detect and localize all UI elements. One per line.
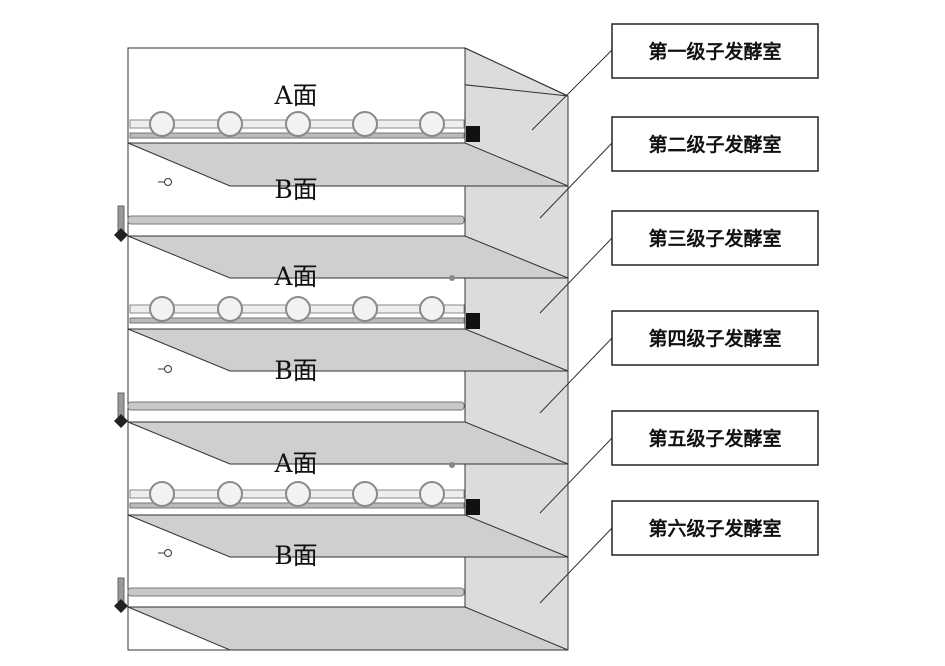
screw-row-2 [114, 178, 465, 242]
screw-row-4 [114, 365, 465, 428]
roller-wheel [285, 111, 311, 137]
callout-box [611, 310, 819, 366]
screw-end-icon [114, 228, 128, 242]
screw-end-icon [114, 414, 128, 428]
leader-line-1 [531, 49, 613, 131]
roller-row-3 [129, 275, 480, 329]
roller-row-5 [129, 462, 480, 515]
roller-wheel [352, 296, 378, 322]
roller-wheel [285, 296, 311, 322]
face-label-2: B面 [274, 175, 317, 204]
roller-wheel [217, 296, 243, 322]
sensor-dot [449, 462, 455, 468]
callout-label: 第二级子发酵室 [648, 133, 781, 156]
screw-shaft [127, 401, 465, 411]
callout-box [611, 116, 819, 172]
roller-wheel [217, 111, 243, 137]
valve-icon [164, 178, 172, 186]
callout-4: 第四级子发酵室 [611, 310, 819, 366]
callout-3: 第三级子发酵室 [611, 210, 819, 266]
callout-label: 第五级子发酵室 [648, 427, 781, 450]
motor-icon [466, 313, 480, 329]
roller-wheel [149, 296, 175, 322]
callout-label: 第一级子发酵室 [648, 40, 781, 63]
callout-label: 第六级子发酵室 [648, 517, 781, 540]
motor-icon [466, 499, 480, 515]
leader-line-2 [539, 142, 613, 219]
callout-label: 第四级子发酵室 [648, 327, 781, 350]
leader-line-3 [539, 237, 613, 314]
callout-box [611, 500, 819, 556]
roller-wheel [419, 296, 445, 322]
roller-wheel [149, 111, 175, 137]
roller-wheel [352, 481, 378, 507]
valve-icon [164, 365, 172, 373]
face-label-4: B面 [274, 356, 317, 385]
callout-2: 第二级子发酵室 [611, 116, 819, 172]
roller-wheel [217, 481, 243, 507]
roller-wheel [149, 481, 175, 507]
roller-wheel [419, 111, 445, 137]
leader-line-5 [539, 437, 613, 514]
callout-6: 第六级子发酵室 [611, 500, 819, 556]
callout-box [611, 210, 819, 266]
screw-shaft [127, 587, 465, 597]
face-label-1: A面 [273, 81, 317, 110]
face-label-3: A面 [273, 262, 317, 291]
callout-box [611, 23, 819, 79]
sensor-dot [449, 275, 455, 281]
leader-lines [531, 49, 613, 604]
chamber-dividers [128, 142, 465, 608]
leader-line-6 [539, 527, 613, 604]
roller-wheel [419, 481, 445, 507]
roller-row-1 [129, 111, 480, 142]
face-label-5: A面 [273, 449, 317, 478]
face-label-6: B面 [274, 541, 317, 570]
screw-row-6 [114, 549, 465, 613]
screw-shaft [127, 215, 465, 225]
roller-wheel [285, 481, 311, 507]
motor-icon [466, 126, 480, 142]
callout-5: 第五级子发酵室 [611, 410, 819, 466]
callout-label: 第三级子发酵室 [648, 227, 781, 250]
valve-icon [164, 549, 172, 557]
screw-end-icon [114, 599, 128, 613]
leader-line-4 [539, 337, 613, 414]
callout-box [611, 410, 819, 466]
roller-wheel [352, 111, 378, 137]
callout-1: 第一级子发酵室 [611, 23, 819, 79]
